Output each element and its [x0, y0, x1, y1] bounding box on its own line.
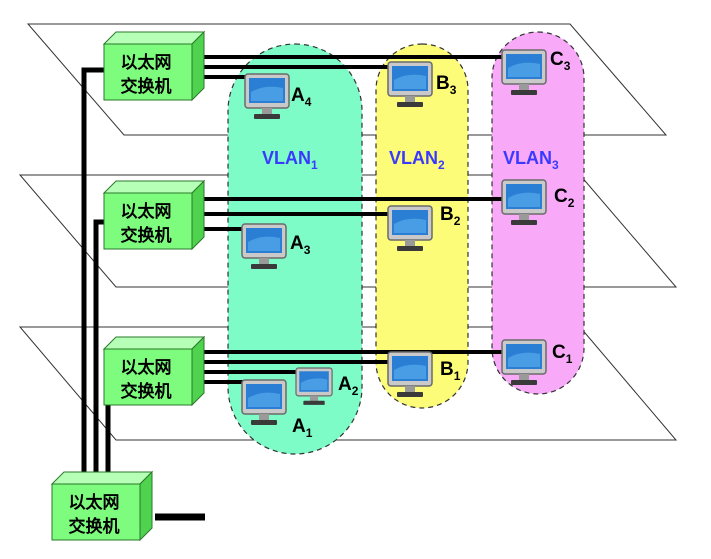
host-a3: A3	[241, 223, 311, 270]
host-a1: A1	[241, 379, 313, 440]
host-a4: A4	[244, 73, 312, 120]
svg-text:B3: B3	[436, 73, 457, 97]
svg-text:以太网: 以太网	[121, 201, 172, 222]
switch-floor-middle: 以太网 交换机	[103, 180, 205, 250]
svg-text:B2: B2	[440, 204, 461, 228]
vlan1-label: VLAN1	[262, 148, 318, 172]
host-b3: B3	[387, 61, 457, 108]
host-b1: B1	[387, 351, 461, 398]
svg-text:交换机: 交换机	[121, 225, 172, 246]
svg-text:B1: B1	[440, 359, 461, 383]
vlan2-label: VLAN2	[389, 148, 445, 172]
cables	[81, 55, 505, 521]
riser-top	[81, 67, 104, 480]
host-c2: C2	[501, 179, 575, 226]
switch-floor-bottom: 以太网 交换机	[103, 336, 205, 406]
host-b2: B2	[387, 204, 461, 252]
svg-text:交换机: 交换机	[69, 516, 120, 537]
svg-text:以太网: 以太网	[121, 52, 172, 73]
svg-text:A2: A2	[338, 374, 359, 398]
svg-text:C3: C3	[550, 49, 571, 73]
svg-text:A4: A4	[291, 85, 312, 109]
host-c3: C3	[501, 49, 571, 96]
svg-text:A1: A1	[292, 416, 313, 440]
svg-text:交换机: 交换机	[121, 76, 172, 97]
svg-text:以太网: 以太网	[121, 357, 172, 378]
svg-text:C2: C2	[554, 186, 575, 210]
svg-text:C1: C1	[552, 342, 573, 366]
host-c1: C1	[501, 339, 573, 386]
svg-text:交换机: 交换机	[121, 381, 172, 402]
riser-middle	[93, 219, 104, 480]
host-a2: A2	[295, 367, 359, 406]
svg-text:A3: A3	[290, 233, 311, 257]
switch-main: 以太网 交换机	[51, 471, 153, 541]
svg-text:以太网: 以太网	[69, 492, 120, 513]
vlan3-label: VLAN3	[503, 148, 559, 172]
switch-floor-top: 以太网 交换机	[103, 31, 205, 101]
